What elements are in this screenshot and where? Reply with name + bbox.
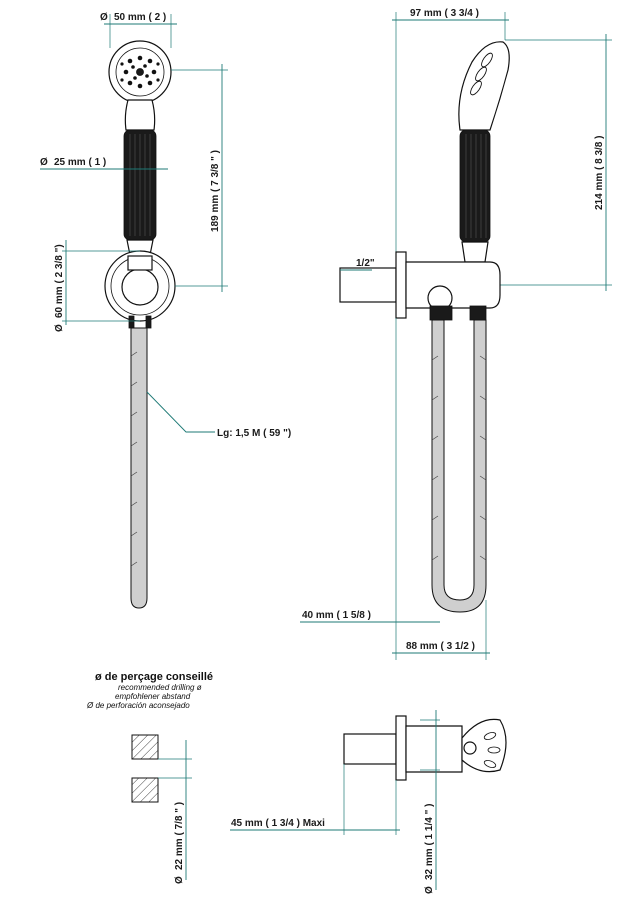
dim-drill-diameter: 22 mm ( 7/8 " )	[174, 802, 185, 870]
dim-total-depth: 88 mm ( 3 1/2 )	[406, 641, 475, 652]
wall-outlet-body	[405, 261, 501, 309]
drilling-note: ø de perçage conseillé recommended drill…	[86, 671, 213, 710]
diameter-symbol: Ø	[54, 324, 65, 332]
dim-outlet-diameter: 32 mm ( 1 1/4 " )	[424, 804, 435, 880]
hose-side	[431, 319, 487, 613]
outlet-knob	[461, 718, 507, 773]
diameter-symbol: Ø	[424, 886, 435, 894]
dim-head-diameter: 50 mm ( 2 )	[114, 12, 166, 23]
diameter-symbol: Ø	[40, 157, 48, 168]
dim-max-wall: 45 mm ( 1 3/4 ) Maxi	[231, 818, 325, 829]
front-view: Ø 50 mm ( 2 ) Ø 25 mm ( 1 )	[40, 12, 291, 609]
dim-side-height: 214 mm ( 8 3/8 )	[594, 136, 605, 210]
diameter-symbol: Ø	[100, 12, 108, 23]
dim-bracket-diameter: 60 mm ( 2 3/8 ")	[54, 244, 65, 318]
drilling-note-title: ø de perçage conseillé	[95, 671, 213, 683]
handle-grip-side	[459, 129, 491, 243]
spray-holes	[120, 55, 160, 89]
hose-front	[130, 327, 148, 609]
shower-head-side	[458, 41, 510, 131]
dim-handle-diameter: 25 mm ( 1 )	[54, 157, 106, 168]
outlet-side-detail: 45 mm ( 1 3/4 ) Maxi Ø 32 mm ( 1 1/4 " )	[230, 710, 507, 894]
dim-handset-length: 189 mm ( 7 3/8 " )	[210, 150, 221, 232]
diameter-symbol: Ø	[174, 876, 185, 884]
thread-connector	[339, 267, 397, 303]
dim-hose-offset: 40 mm ( 1 5/8 )	[302, 610, 371, 621]
side-view: 97 mm ( 3 3/4 ) 214 mm ( 8 3/8 )	[300, 8, 612, 660]
dim-side-depth: 97 mm ( 3 3/4 )	[410, 8, 479, 19]
drilling-note-de: empfohlener abstand	[115, 692, 191, 701]
drill-hole-section: Ø 22 mm ( 7/8 " )	[131, 734, 192, 884]
drilling-note-es: Ø de perforación aconsejado	[86, 701, 190, 710]
thread-connector-detail	[343, 733, 397, 765]
dim-hose-length: Lg: 1,5 M ( 59 ")	[217, 428, 291, 439]
drilling-note-en: recommended drilling ø	[118, 683, 202, 692]
dim-thread: 1/2"	[356, 258, 375, 269]
